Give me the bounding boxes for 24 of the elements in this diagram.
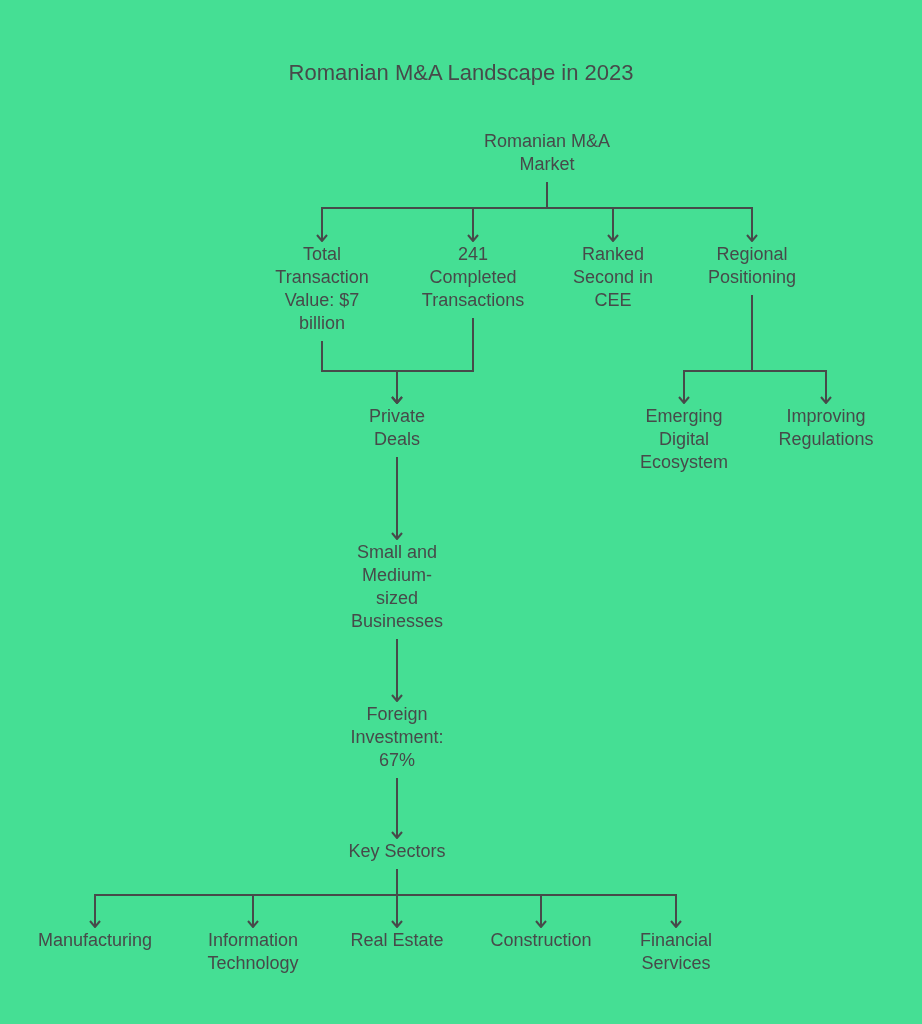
node-label: Information Technology xyxy=(206,929,300,975)
arrow xyxy=(396,868,682,928)
arrow xyxy=(391,777,403,839)
node-label: Ranked Second in CEE xyxy=(571,243,655,312)
node-label: 241 Completed Transactions xyxy=(420,243,526,312)
node-label: Regional Positioning xyxy=(706,243,798,289)
node-label: Private Deals xyxy=(368,405,426,451)
node-label: Construction xyxy=(489,929,593,952)
arrow xyxy=(546,181,758,242)
arrow xyxy=(391,317,474,404)
node-label: Manufacturing xyxy=(36,929,154,952)
node-label: Emerging Digital Ecosystem xyxy=(639,405,729,474)
node-label: Improving Regulations xyxy=(777,405,875,451)
node-label: Real Estate xyxy=(349,929,445,952)
node-label: Total Transaction Value: $7 billion xyxy=(274,243,370,335)
diagram-title: Romanian M&A Landscape in 2023 xyxy=(287,60,635,86)
node-label: Foreign Investment: 67% xyxy=(349,703,445,772)
arrow xyxy=(391,456,403,540)
node-label: Key Sectors xyxy=(347,840,447,863)
arrow xyxy=(751,294,832,404)
node-label: Financial Services xyxy=(638,929,713,975)
node-label: Romanian M&A Market xyxy=(482,130,612,176)
node-label: Small and Medium-sized Businesses xyxy=(349,541,445,633)
arrow xyxy=(391,638,403,702)
